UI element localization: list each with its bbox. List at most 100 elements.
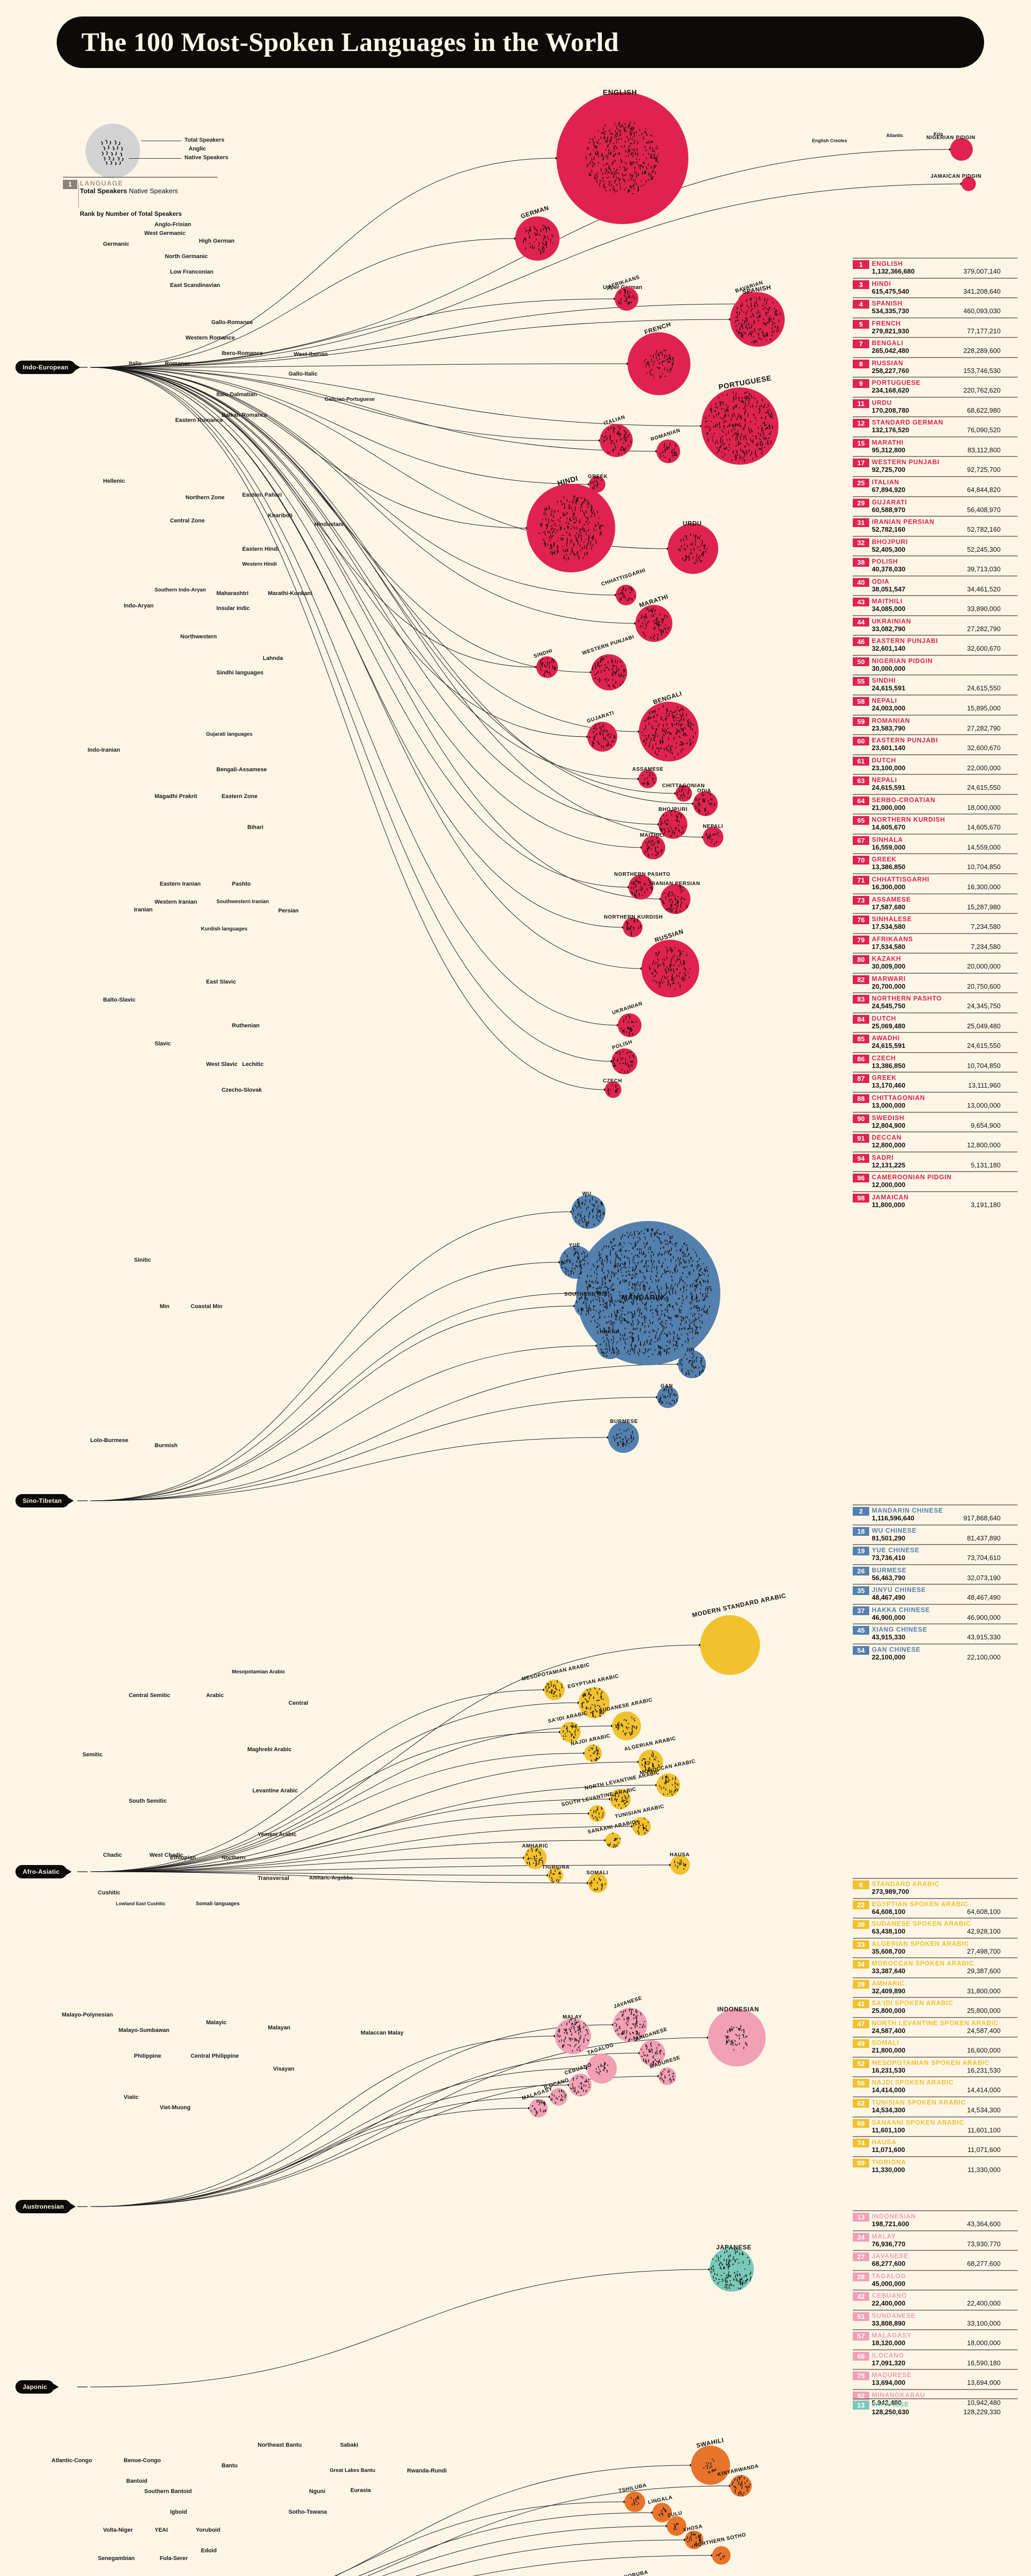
bubble-indonesian[interactable]	[708, 2009, 766, 2066]
bubble-najdi-arabic[interactable]	[584, 1744, 602, 1762]
bubble-malay[interactable]	[555, 2018, 591, 2054]
bubble-italian[interactable]	[600, 424, 633, 457]
bubble-russian[interactable]	[641, 940, 699, 997]
bubble-swahili[interactable]	[691, 2446, 730, 2485]
bubble-amharic[interactable]	[524, 1846, 547, 1869]
bubble-south-levantine-arabic[interactable]	[589, 1805, 605, 1822]
bubble-burmese[interactable]	[608, 1422, 639, 1453]
bubble-hindi[interactable]	[527, 484, 615, 572]
bubble-jin[interactable]	[678, 1350, 706, 1378]
bubble-zulu[interactable]	[667, 2516, 686, 2536]
bubble-czech[interactable]	[605, 1081, 621, 1098]
bubble-northern-sotho[interactable]	[712, 2546, 731, 2565]
bubble-sudanese-arabic[interactable]	[612, 1711, 641, 1740]
bubble-polish[interactable]	[612, 1048, 637, 1074]
bubble-western-punjabi[interactable]	[591, 654, 627, 690]
bubble-modern-standard-arabic[interactable]	[700, 1615, 760, 1675]
bubble-jamaican-pidgin[interactable]	[961, 177, 976, 191]
bubble-chittagonian[interactable]	[675, 785, 692, 802]
bubble-french[interactable]	[628, 332, 690, 395]
bubble-odia[interactable]	[693, 791, 718, 816]
bubble-northern-pashto[interactable]	[629, 875, 653, 900]
bubble-ilocano[interactable]	[550, 2088, 567, 2106]
bubble-javanese[interactable]	[613, 2008, 647, 2042]
bubble-tigrigna[interactable]	[548, 1868, 563, 1883]
bubble-mesopotamian-arabic[interactable]	[544, 1680, 565, 1700]
bubble-tagalog[interactable]	[587, 2054, 617, 2083]
bubble-sanaani-arabic[interactable]	[605, 1833, 621, 1848]
bubble-sindhi[interactable]	[536, 656, 558, 678]
bubble-nepali[interactable]	[703, 827, 723, 848]
bubble-tunisian-arabic[interactable]	[632, 1817, 651, 1836]
bubble-english[interactable]	[556, 92, 688, 224]
bubble-wu[interactable]	[571, 1195, 605, 1229]
bubble-madurese[interactable]	[658, 2067, 676, 2085]
bubble-bengali[interactable]	[639, 702, 699, 761]
bubble-afrikaans[interactable]	[615, 287, 638, 311]
bubble-kinyarwanda[interactable]	[730, 2475, 752, 2497]
bubble-sundanese[interactable]	[639, 2040, 665, 2066]
bubble-malagasy[interactable]	[529, 2099, 548, 2117]
bubble-egyptian-arabic[interactable]	[579, 1687, 610, 1718]
